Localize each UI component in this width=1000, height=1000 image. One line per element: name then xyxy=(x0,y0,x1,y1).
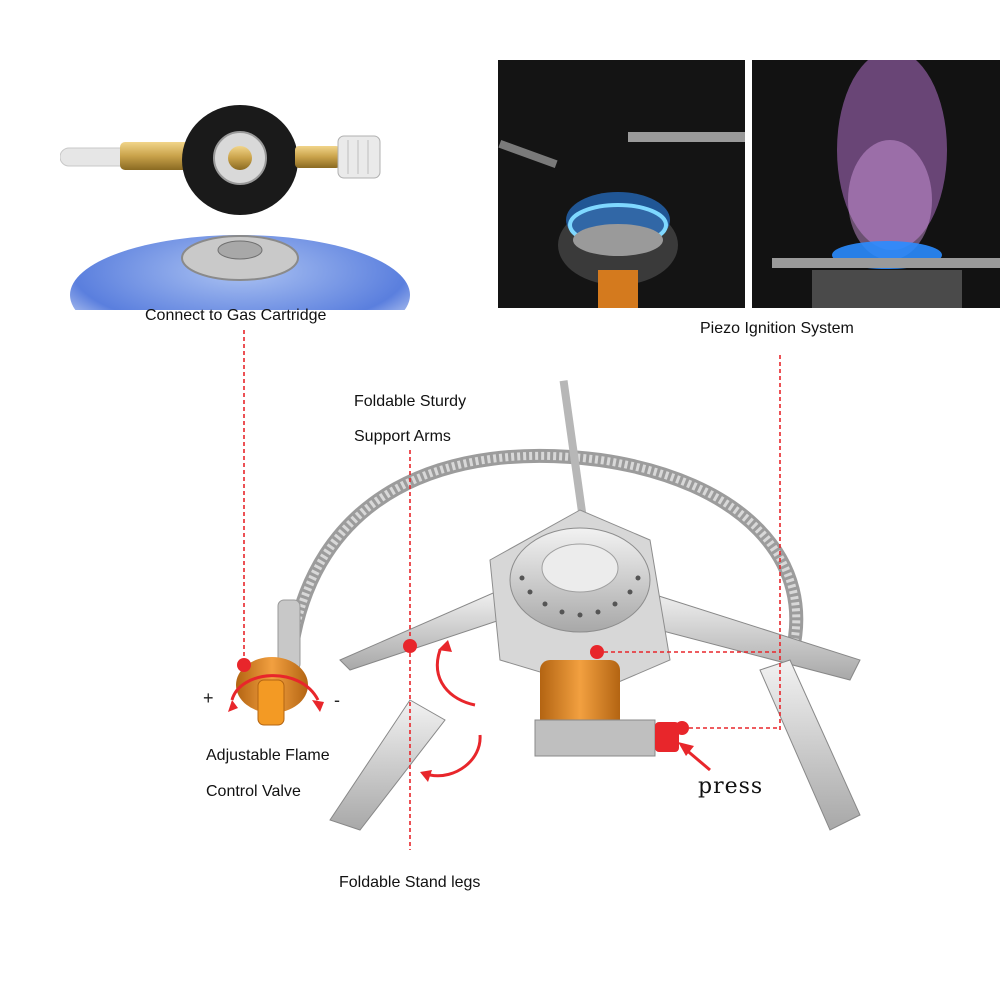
minus-sign: - xyxy=(334,690,340,710)
gas-connector-photo xyxy=(60,100,420,310)
flame-photo-left xyxy=(498,60,745,308)
legs-label: Foldable Stand legs xyxy=(339,874,481,891)
connect-label: Connect to Gas Cartridge xyxy=(145,307,327,324)
stove-illustration xyxy=(200,360,880,840)
valve-label-line2: Control Valve xyxy=(206,783,301,800)
plus-sign: + xyxy=(203,688,214,708)
flame-photo-right xyxy=(752,60,1000,308)
valve-label-line1: Adjustable Flame xyxy=(206,747,330,764)
piezo-label: Piezo Ignition System xyxy=(700,320,854,337)
press-label: press xyxy=(698,774,764,799)
arms-label-line1: Foldable Sturdy xyxy=(354,393,467,410)
arms-label-line2: Support Arms xyxy=(354,428,451,445)
